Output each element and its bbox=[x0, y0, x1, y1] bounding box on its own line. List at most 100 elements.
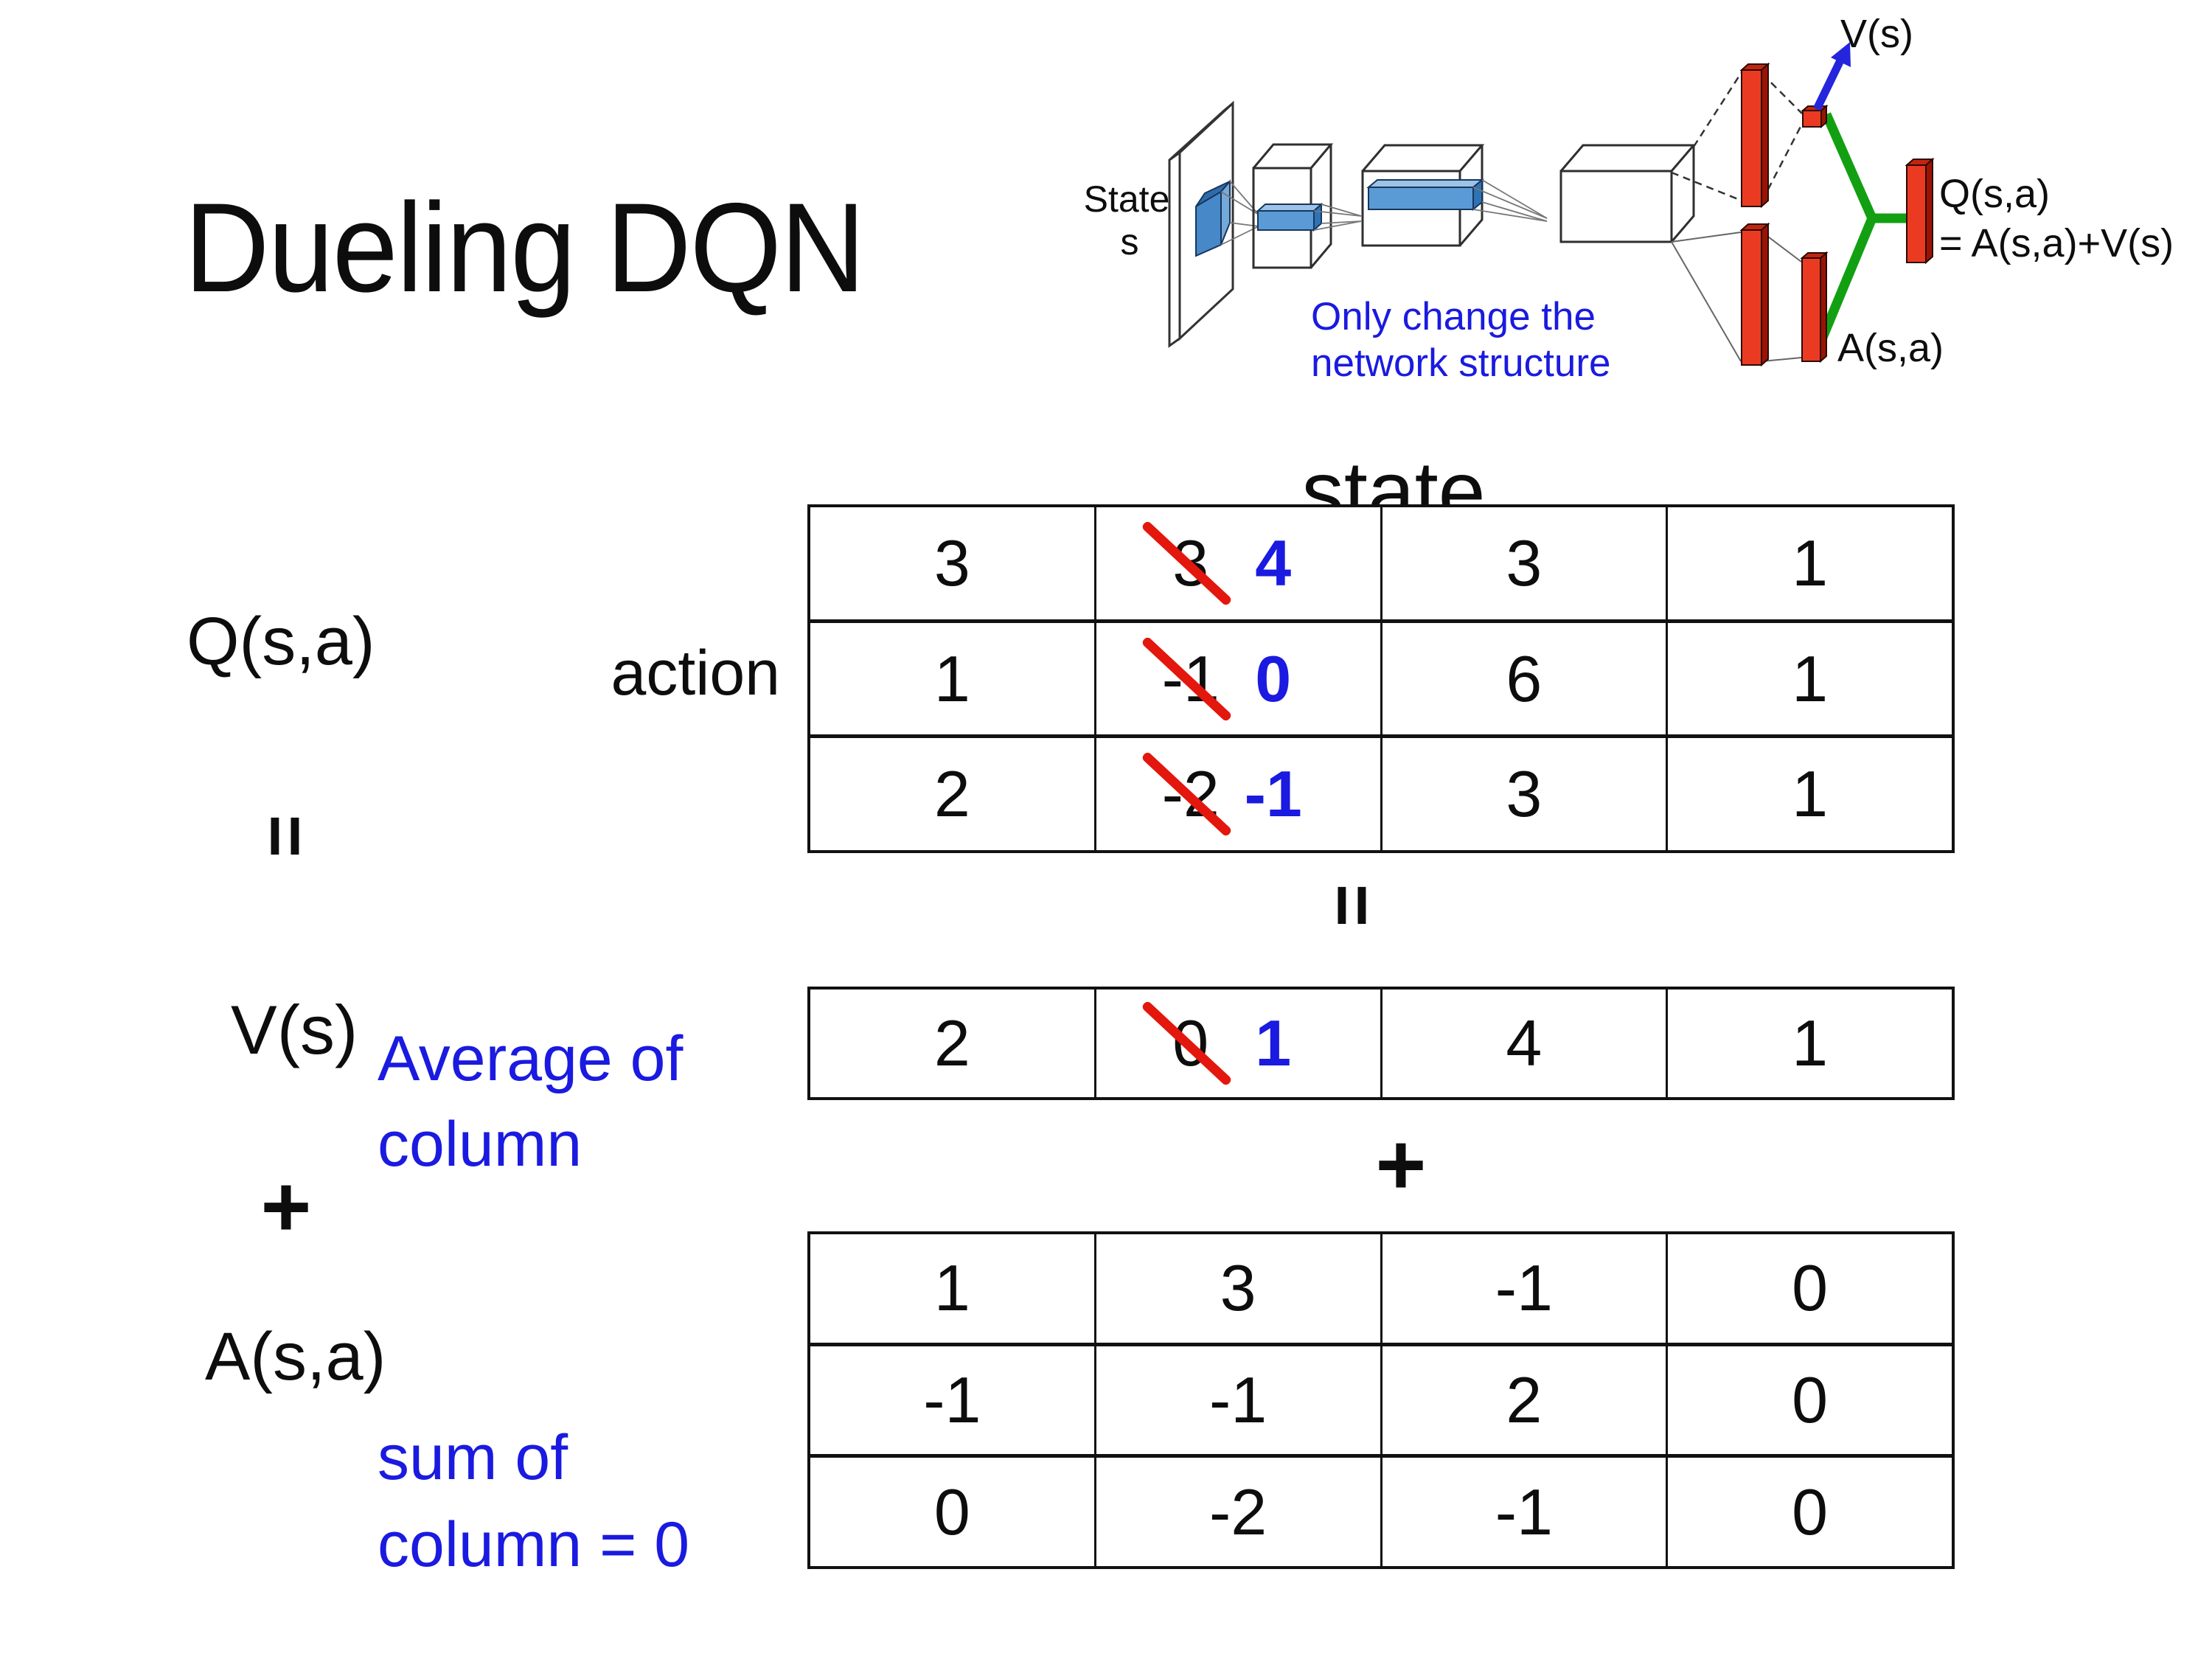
cell-value: -1 bbox=[1209, 1363, 1267, 1436]
table-cell: 4 bbox=[1382, 990, 1669, 1097]
advantage-function-label: A(s,a) bbox=[205, 1319, 386, 1394]
table-cell: 2 bbox=[1382, 1346, 1669, 1455]
cell-value: 3 bbox=[1506, 526, 1543, 599]
cell-value: -2 bbox=[1209, 1475, 1267, 1548]
feature-map2 bbox=[1366, 178, 1484, 212]
cell-value: 1 bbox=[1792, 641, 1829, 715]
diagram-asa-label: A(s,a) bbox=[1837, 326, 1944, 370]
table-cell: -1 bbox=[1382, 1458, 1669, 1567]
advantage-fc-bar bbox=[1739, 222, 1770, 367]
advantage-output-bar bbox=[1800, 251, 1829, 364]
table-cell: 1 bbox=[1668, 507, 1952, 619]
table-cell: 1 bbox=[810, 1234, 1096, 1343]
table-row: 2 01 4 1 bbox=[810, 990, 1952, 1097]
cell-value: 1 bbox=[933, 1251, 970, 1325]
cell-value: -1 bbox=[923, 1363, 981, 1436]
cell-value: 2 bbox=[1506, 1363, 1543, 1436]
plus-sign-left: + bbox=[260, 1158, 312, 1256]
projection-lines-3 bbox=[1472, 179, 1548, 222]
table-row: 0 -2 -1 0 bbox=[810, 1458, 1952, 1567]
table-cell: 3 bbox=[1382, 738, 1669, 851]
value-arrow-icon bbox=[1813, 42, 1851, 111]
diagram-qsa-label: Q(s,a) bbox=[1939, 172, 2050, 216]
new-value: -1 bbox=[1244, 757, 1302, 831]
value-function-label: V(s) bbox=[231, 991, 358, 1068]
table-cell: -1 bbox=[1096, 1346, 1382, 1455]
q-output-bar bbox=[1905, 157, 1935, 265]
cell-value: 4 bbox=[1506, 1006, 1543, 1079]
diagram-state-s-label: s bbox=[1121, 221, 1139, 262]
cell-value: 3 bbox=[1220, 1251, 1256, 1325]
value-fc-bar bbox=[1739, 62, 1770, 209]
table-cell: 1 bbox=[1668, 738, 1952, 850]
table-cell: 2 bbox=[810, 990, 1096, 1097]
table-cell: 01 bbox=[1096, 990, 1382, 1097]
plus-sign-middle: + bbox=[1375, 1116, 1427, 1214]
diagram-note-line1: Only change the bbox=[1311, 295, 1596, 338]
q-function-label: Q(s,a) bbox=[187, 604, 375, 679]
cell-value: 1 bbox=[933, 641, 970, 715]
cell-value: 1 bbox=[1792, 526, 1829, 599]
equals-sign-left: = bbox=[244, 814, 327, 858]
table-cell: 6 bbox=[1382, 622, 1669, 735]
advantage-table: 1 3 -1 0 -1 -1 2 0 0 -2 -1 0 bbox=[807, 1231, 1955, 1569]
fc-layer-cube bbox=[1559, 144, 1697, 243]
feature-map1 bbox=[1256, 202, 1324, 232]
table-cell: 1 bbox=[810, 622, 1096, 735]
cell-value: 3 bbox=[933, 526, 970, 599]
table-cell: 2 bbox=[810, 738, 1096, 851]
new-value: 1 bbox=[1255, 1006, 1292, 1079]
page-title: Dueling DQN bbox=[184, 177, 866, 319]
cell-value: 2 bbox=[933, 757, 970, 831]
value-stream-dashed-lines bbox=[1671, 72, 1804, 202]
table-row: 2 -2-1 3 1 bbox=[810, 738, 1952, 851]
table-cell: 3 bbox=[1382, 507, 1669, 619]
cell-value: 0 bbox=[933, 1475, 970, 1548]
table-cell: 0 bbox=[1668, 1346, 1952, 1455]
conv-layer2-cube bbox=[1361, 144, 1485, 247]
table-cell: 0 bbox=[1668, 1234, 1952, 1343]
table-cell: -2-1 bbox=[1096, 738, 1382, 851]
diagram-state-label: State bbox=[1084, 178, 1170, 220]
new-value: 4 bbox=[1255, 526, 1292, 599]
advantage-stream-lines bbox=[1671, 232, 1802, 362]
table-cell: 0 bbox=[1668, 1458, 1952, 1566]
diagram-vs-label: V(s) bbox=[1840, 12, 1913, 56]
table-cell: 34 bbox=[1096, 507, 1382, 619]
cell-value: 0 bbox=[1792, 1251, 1829, 1325]
cell-value: 3 bbox=[1506, 757, 1543, 831]
table-cell: 1 bbox=[1668, 990, 1952, 1097]
cell-value: 6 bbox=[1506, 641, 1543, 715]
aggregation-connector bbox=[1817, 112, 1911, 341]
table-cell: 1 bbox=[1668, 623, 1952, 735]
table-row: -1 -1 2 0 bbox=[810, 1346, 1952, 1458]
diagram-q-equation-label: = A(s,a)+V(s) bbox=[1939, 221, 2174, 265]
table-row: 3 34 3 1 bbox=[810, 507, 1952, 623]
action-axis-label: action bbox=[611, 638, 781, 709]
new-value: 0 bbox=[1255, 641, 1292, 715]
projection-lines-2 bbox=[1313, 204, 1362, 231]
table-cell: 0 bbox=[810, 1458, 1096, 1567]
cell-value: -1 bbox=[1495, 1251, 1553, 1325]
table-row: 1 -10 6 1 bbox=[810, 622, 1952, 739]
table-row: 1 3 -1 0 bbox=[810, 1234, 1952, 1346]
equals-sign-middle: = bbox=[1311, 883, 1394, 928]
diagram-note-line2: network structure bbox=[1311, 341, 1610, 385]
dueling-network-diagram: State s V(s) Q(s,a) = A(s,a)+V(s) A(s,a)… bbox=[1084, 12, 2174, 385]
cell-value: 0 bbox=[1792, 1363, 1829, 1436]
cell-value: 0 bbox=[1792, 1475, 1829, 1548]
cell-value: 2 bbox=[933, 1006, 970, 1079]
average-of-column-note: Average of column bbox=[378, 1023, 684, 1180]
table-cell: 3 bbox=[1096, 1234, 1382, 1343]
conv-layer1-cube bbox=[1252, 143, 1334, 269]
table-cell: -1 bbox=[1382, 1234, 1669, 1343]
value-output-node bbox=[1801, 104, 1829, 129]
table-cell: -1 bbox=[810, 1346, 1096, 1455]
cell-value: 1 bbox=[1792, 757, 1829, 831]
cell-value: -1 bbox=[1495, 1475, 1553, 1548]
sum-of-column-note: sum of column = 0 bbox=[378, 1422, 690, 1580]
table-cell: -2 bbox=[1096, 1458, 1382, 1567]
table-cell: -10 bbox=[1096, 622, 1382, 735]
